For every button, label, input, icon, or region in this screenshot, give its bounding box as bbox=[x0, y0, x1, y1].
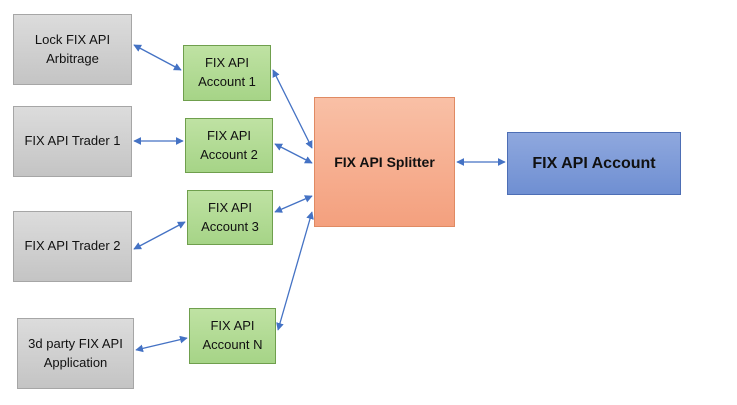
client-trader-2-box: FIX API Trader 2 bbox=[13, 211, 132, 282]
fix-api-splitter-box: FIX API Splitter bbox=[314, 97, 455, 227]
connector-client-3d-party-to-account-n bbox=[135, 335, 188, 353]
client-lock-arbitrage-box: Lock FIX API Arbitrage bbox=[13, 14, 132, 85]
connector-account-3-to-splitter bbox=[274, 195, 313, 213]
account-label-line: FIX API bbox=[206, 127, 252, 143]
account-label-line: Account N bbox=[202, 337, 263, 352]
main-account-label: FIX API Account bbox=[532, 154, 656, 172]
client-label-line: Lock FIX API bbox=[34, 31, 111, 47]
client-label-line: FIX API Trader 2 bbox=[24, 238, 121, 254]
client-label-line: Arbitrage bbox=[46, 50, 99, 66]
account-label-line: Account 1 bbox=[198, 74, 256, 89]
account-label-line: FIX API bbox=[204, 55, 250, 71]
account-label-line: FIX API bbox=[207, 199, 253, 215]
account-3-box: FIX API Account 3 bbox=[187, 190, 273, 245]
connector-account-1-to-splitter bbox=[272, 69, 313, 149]
connector-client-trader-2-to-account-3 bbox=[133, 221, 186, 250]
account-label-line: Account 3 bbox=[201, 218, 259, 234]
account-2-box: FIX API Account 2 bbox=[185, 118, 273, 173]
client-trader-1-box: FIX API Trader 1 bbox=[13, 106, 132, 177]
client-label-line: 3d party FIX API bbox=[28, 335, 123, 351]
client-3d-party-box: 3d party FIX API Application bbox=[17, 318, 134, 389]
connector-account-n-to-splitter bbox=[276, 211, 314, 331]
client-label-line: Application bbox=[43, 354, 108, 370]
account-label-line: FIX API bbox=[210, 318, 255, 334]
fix-api-account-box: FIX API Account bbox=[507, 132, 681, 195]
account-1-box: FIX API Account 1 bbox=[183, 45, 271, 101]
splitter-label: FIX API Splitter bbox=[334, 153, 435, 170]
connector-account-2-to-splitter bbox=[274, 143, 313, 164]
account-label-line: Account 2 bbox=[200, 146, 258, 162]
client-label-line: FIX API Trader 1 bbox=[24, 133, 121, 149]
account-n-box: FIX API Account N bbox=[189, 308, 276, 364]
connector-client-lock-arbitrage-to-account-1 bbox=[133, 44, 182, 71]
